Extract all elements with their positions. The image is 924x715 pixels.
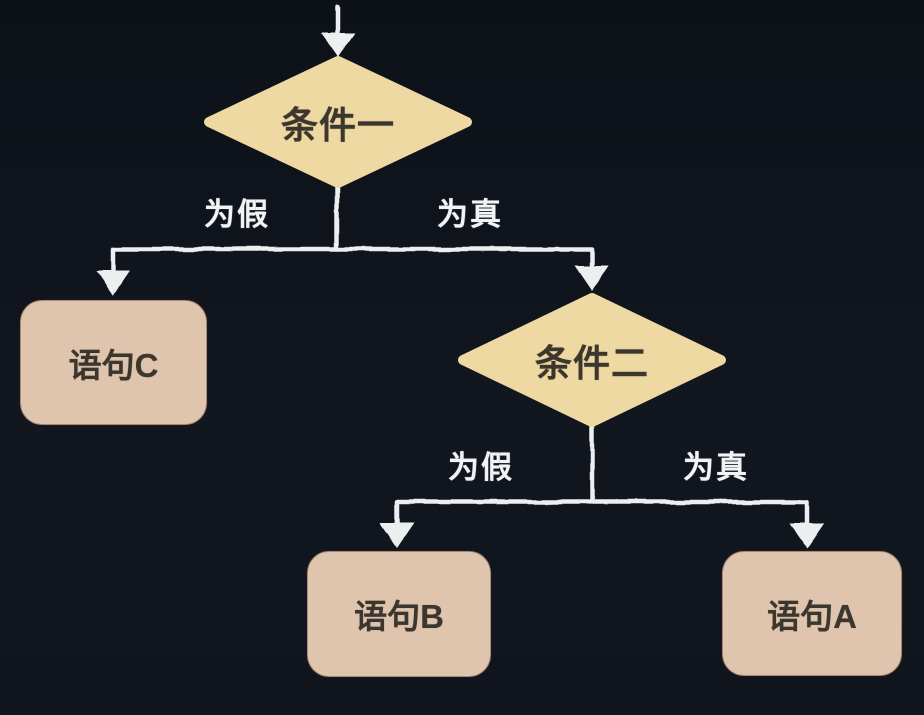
edge-condition1-branch: [110, 246, 595, 277]
process-statement-a-shape: [721, 550, 903, 677]
connectors: [96, 4, 824, 548]
process-statement-b-shape: [306, 550, 492, 678]
decision-condition1-shape: [204, 56, 472, 188]
arrowhead-to-condition2: [575, 266, 609, 291]
nodes: [19, 56, 903, 678]
process-statement-c-shape: [19, 299, 208, 426]
decision-condition2-shape: [458, 293, 726, 427]
arrowhead-to-statement-a: [790, 523, 824, 548]
arrowhead-to-statement-c: [96, 271, 130, 296]
arrowhead-to-statement-b: [380, 523, 414, 548]
arrowhead-entry: [321, 33, 355, 57]
edge-condition2-branch: [394, 499, 810, 529]
